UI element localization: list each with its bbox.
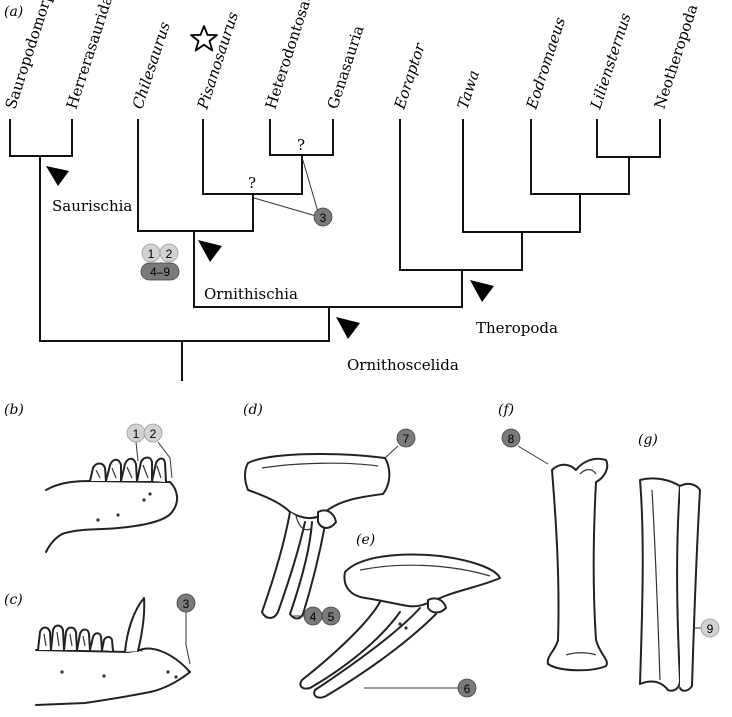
pelvis-illustration-d [244,452,391,620]
svg-text:5: 5 [328,610,335,624]
taxon-label: Eoraptor [390,40,429,112]
svg-text:6: 6 [464,682,471,696]
character-badge: 7 [396,428,416,448]
pelvis-illustration-e [299,553,501,699]
character-badge: 1 [126,423,146,443]
clade-marker-ornithischia [198,240,222,262]
taxon-label: Neotheropoda [651,2,702,111]
panel-label-a: (a) [4,4,23,20]
svg-text:4–9: 4–9 [150,265,170,279]
clade-label-theropoda: Theropoda [476,319,558,337]
svg-text:2: 2 [166,247,173,261]
panel-label-b: (b) [4,402,24,418]
long-bone-illustration-f [546,457,609,672]
character-badge: 4–9 [140,262,180,281]
clade-marker-saurischia [46,166,69,186]
leader-line [384,445,399,459]
leader-line [157,441,173,479]
character-badge: 5 [321,606,341,626]
long-bone-illustration-g [639,477,701,692]
svg-text:3: 3 [320,211,327,225]
character-badge: 8 [501,428,521,448]
taxon-label: Tawa [454,68,483,111]
panel-label-c: (c) [4,592,23,608]
character-badge: 4 [303,606,323,626]
clade-marker-theropoda [470,280,494,302]
svg-text:1: 1 [133,427,140,441]
taxon-label: Eodromaeus [522,15,569,112]
taxon-label: Pisanosaurus [193,9,242,112]
clade-label-ornithischia: Ornithischia [204,285,298,303]
character-badge: 3 [313,207,333,227]
svg-text:1: 1 [148,247,155,261]
character-badge: 6 [457,678,477,698]
leader-line [185,612,191,665]
star-icon [190,25,218,52]
svg-text:7: 7 [403,432,410,446]
taxon-label: Herrerasauridae [63,0,119,111]
character-badge: 9 [700,618,720,638]
jaw-illustration-b [45,456,178,553]
clade-label-ornithoscelida: Ornithoscelida [347,356,459,374]
character-badge: 1 [141,243,161,263]
taxon-label: Genasauria [324,23,368,111]
leader-line [135,441,139,462]
svg-text:2: 2 [150,427,157,441]
svg-text:3: 3 [183,597,190,611]
character-badge: 2 [159,243,179,263]
uncertainty-mark: ? [297,136,305,154]
panel-label-g: (g) [638,432,658,448]
cladogram-tree [9,119,661,381]
panel-label-d: (d) [243,402,263,418]
uncertainty-mark: ? [248,174,256,192]
leader-line [301,156,319,213]
taxon-labels: Sauropodomorpha Herrerasauridae Chilesau… [2,0,702,112]
svg-text:9: 9 [707,622,714,636]
clade-marker-ornithoscelida [336,317,360,339]
taxon-label: Liliensternus [586,11,634,113]
character-badge: 3 [176,593,196,613]
clade-label-saurischia: Saurischia [52,197,132,215]
svg-text:4: 4 [310,610,317,624]
panel-label-f: (f) [498,402,514,418]
taxon-label: Chilesaurus [129,19,174,111]
taxon-label: Heterodontosauridae [262,0,329,111]
panel-label-e: (e) [356,532,375,548]
leader-line [253,197,317,217]
svg-text:8: 8 [508,432,515,446]
jaw-illustration-c [35,597,191,706]
character-badge: 2 [143,423,163,443]
leader-line [517,445,549,465]
